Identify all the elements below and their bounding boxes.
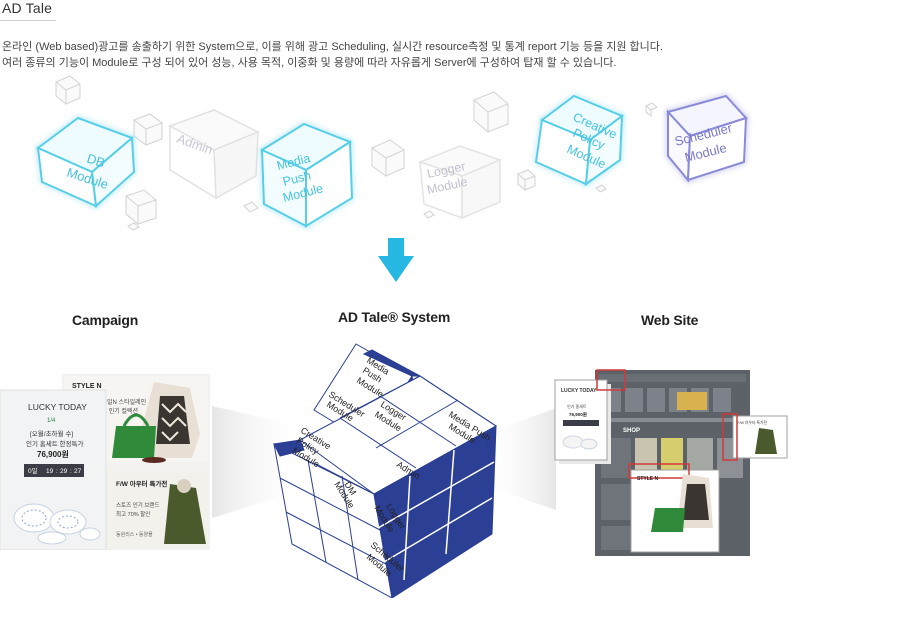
db-module-label: DB [85,151,107,171]
scheduler-module-cube [666,94,748,183]
down-arrow-icon [378,238,414,282]
campaign-offer-sub-2: 최고 70% 할인 [116,510,150,518]
green-jacket-image [164,484,206,544]
ad-tale-system-cube: Media Push Module Scheduler Module Logge… [273,343,497,598]
media-push-label-2: Push [281,168,312,188]
website-popup-line: 인기 홈세트 [567,403,587,409]
timer-minutes: 29 [60,468,68,475]
intro-text-line-1: 온라인 (Web based)광고를 송출하기 위한 System으로, 이를 … [2,41,663,53]
campaign-side-text-1: 스타일N 스타일레인 [96,398,146,406]
media-push-module-cube [259,122,354,228]
lucky-today-page: 1/4 [47,418,56,424]
campaign-offer-title: F/W 아우터 특가전 [116,479,167,488]
lucky-today-heading: LUCKY TODAY [28,402,87,412]
campaign-side-text-2: 니트 인기 컬렉션 [96,407,138,415]
dinnerware-image [13,503,101,545]
system-label: AD Tale® System [338,309,451,325]
lucky-today-line-2: 인기 홈세트 한정특가 [26,439,83,448]
website-highlight-top [596,369,626,391]
website-label: Web Site [641,312,699,328]
timer-sep-1: : [56,468,58,475]
website-preview: SHOP LUCKY TODAY 인기 홈세트 76,900원 F/W 아우터 … [554,369,788,556]
timer-seconds: 27 [74,468,82,475]
page-title: AD Tale [2,0,53,16]
campaign-style-heading: STYLE N [72,383,102,390]
website-shop-heading: SHOP [623,428,640,434]
timer-sep-2: : [70,468,72,475]
website-popup-price: 76,900원 [569,411,587,418]
logger-module-cube [417,145,503,220]
campaign-label: Campaign [72,312,139,328]
campaign-offer-foot: 동원리스 • 동양몰 [116,531,153,538]
website-style-heading: STYLE N [637,476,659,482]
campaign-offer-sub-1: 스토즈 인기 브랜드 [116,501,160,509]
db-module-cube [36,116,136,209]
lucky-today-timer [24,464,84,477]
timer-hours: 19 [46,468,54,475]
lucky-today-price: 76,900원 [37,449,69,459]
title-divider [0,20,56,21]
creative-policy-module-cube [534,94,624,187]
intro-text-line-2: 여러 종류의 기능이 Module로 구성 되어 있어 성능, 사용 목적, 이… [2,57,617,69]
green-handbag-image [112,426,156,458]
website-popup-heading: LUCKY TODAY [561,388,597,394]
admin-module-cube [168,109,260,200]
lucky-today-line-1: [오월/초하월 수] [30,429,73,438]
timer-day: 0일 [28,466,38,475]
campaign-ad-preview: STYLE N 스타일N 스타일레인 니트 인기 컬렉션 F/W 아우터 특가전… [0,374,210,550]
small-cube-decor-group [55,75,658,231]
module-cubes-illustration: DB Module Admin Media Push Module Logger… [36,75,748,231]
website-beam [480,408,556,510]
website-mini-heading: F/W 아우터 특가전 [737,420,768,425]
